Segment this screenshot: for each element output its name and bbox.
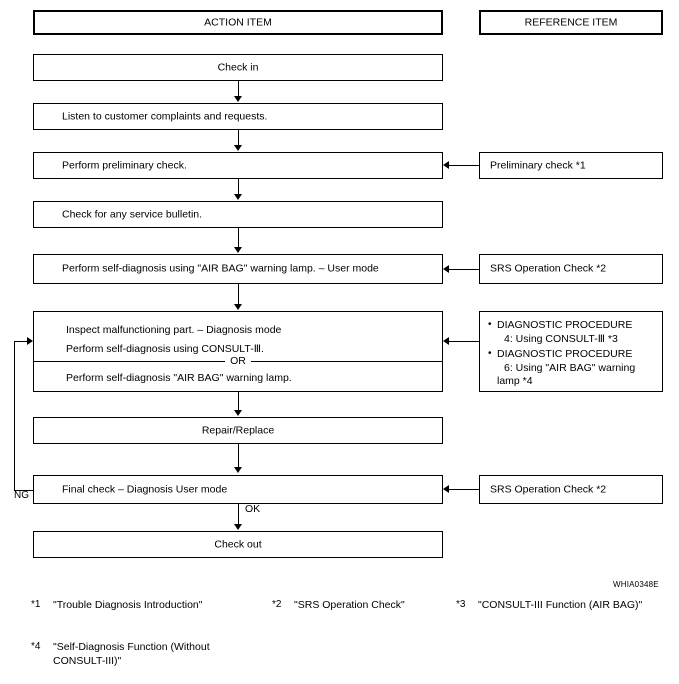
footnote-1-text: "Trouble Diagnosis Introduction" [53, 599, 203, 611]
action-step-self-diagnosis-user-mode-label: Perform self-diagnosis using "AIR BAG" w… [62, 262, 379, 275]
action-step-listen-complaints: Listen to customer complaints and reques… [33, 103, 443, 130]
reference-item-srs-operation-check-2: SRS Operation Check *2 [479, 475, 663, 504]
action-step-preliminary-check-label: Perform preliminary check. [62, 158, 187, 171]
action-step-service-bulletin: Check for any service bulletin. [33, 201, 443, 228]
footnote-3-mark: *3 [456, 599, 466, 610]
reference-connector-srs-2 [449, 489, 479, 490]
action-step-service-bulletin-label: Check for any service bulletin. [62, 207, 203, 220]
diagnostic-procedure-item: • DIAGNOSTIC PROCEDURE 6: Using "AIR BAG… [488, 348, 656, 390]
inspect-step-or-separator: OR [34, 354, 442, 367]
arrow-left-icon [443, 265, 449, 273]
arrow-down-icon [234, 304, 242, 310]
footnotes: *1 "Trouble Diagnosis Introduction" *2 "… [0, 598, 679, 680]
reference-item-preliminary-check: Preliminary check *1 [479, 152, 663, 179]
figure-code: WHIA0348E [613, 580, 659, 589]
action-step-check-in-label: Check in [217, 60, 259, 73]
connector-repair-to-final-check [238, 444, 239, 468]
diagnostic-procedure-item-line-1: DIAGNOSTIC PROCEDURE [497, 319, 633, 331]
footnote-row-2: *4 "Self-Diagnosis Function (Without CON… [0, 640, 679, 680]
reference-item-srs-operation-check-1: SRS Operation Check *2 [479, 254, 663, 284]
action-step-check-out-label: Check out [214, 537, 262, 550]
column-header-action-item-label: ACTION ITEM [204, 15, 272, 28]
reference-connector-preliminary [449, 165, 479, 166]
action-step-check-in: Check in [33, 54, 443, 81]
action-step-final-check: Final check – Diagnosis User mode [33, 475, 443, 504]
diagnostic-procedure-item-line-2: 4: Using CONSULT-Ⅲ *3 [504, 332, 618, 345]
action-step-inspect-malfunctioning-part: Inspect malfunctioning part. – Diagnosis… [33, 311, 443, 392]
arrow-left-icon [443, 485, 449, 493]
arrow-down-icon [234, 145, 242, 151]
edge-label-ok: OK [245, 503, 261, 515]
inspect-step-line-2: Perform self-diagnosis using CONSULT-Ⅲ. [66, 343, 264, 355]
bullet-icon: • [488, 319, 492, 330]
arrow-down-icon [234, 524, 242, 530]
connector-check-in-to-listen [238, 81, 239, 97]
column-header-reference-item: REFERENCE ITEM [479, 10, 663, 35]
connector-bulletin-to-self-diagnosis [238, 228, 239, 248]
inspect-step-line-1: Inspect malfunctioning part. – Diagnosis… [66, 324, 282, 336]
connector-listen-to-preliminary [238, 130, 239, 146]
or-rule-right [250, 361, 442, 362]
arrow-right-icon [27, 337, 33, 345]
ng-loop-bottom-segment [14, 490, 33, 491]
action-step-repair-replace: Repair/Replace [33, 417, 443, 444]
diagnostic-procedure-item: • DIAGNOSTIC PROCEDURE 4: Using CONSULT-… [488, 319, 656, 347]
arrow-down-icon [234, 194, 242, 200]
column-header-reference-item-label: REFERENCE ITEM [524, 15, 618, 28]
inspect-step-or-label: OR [225, 354, 251, 367]
action-step-self-diagnosis-user-mode: Perform self-diagnosis using "AIR BAG" w… [33, 254, 443, 284]
reference-item-diagnostic-procedure: • DIAGNOSTIC PROCEDURE 4: Using CONSULT-… [479, 311, 663, 392]
diagnostic-procedure-item-line-3: lamp *4 [497, 375, 533, 388]
action-step-check-out: Check out [33, 531, 443, 558]
connector-preliminary-to-bulletin [238, 179, 239, 195]
action-step-final-check-label: Final check – Diagnosis User mode [62, 482, 228, 495]
action-step-repair-replace-label: Repair/Replace [201, 423, 275, 436]
arrow-left-icon [443, 161, 449, 169]
footnote-4-text: "Self-Diagnosis Function (Without CONSUL… [53, 641, 210, 668]
or-rule-left [34, 361, 226, 362]
bullet-icon: • [488, 347, 492, 359]
footnote-2: *2 "SRS Operation Check" [272, 598, 472, 612]
footnote-1: *1 "Trouble Diagnosis Introduction" [31, 598, 246, 612]
footnote-row-1: *1 "Trouble Diagnosis Introduction" *2 "… [0, 598, 679, 640]
reference-item-srs-operation-check-1-label: SRS Operation Check *2 [490, 262, 607, 275]
reference-connector-diagnostic-procedure [449, 341, 479, 342]
arrow-down-icon [234, 410, 242, 416]
reference-connector-srs-1 [449, 269, 479, 270]
column-header-action-item: ACTION ITEM [33, 10, 443, 35]
footnote-4-mark: *4 [31, 641, 41, 652]
connector-self-diagnosis-to-inspect [238, 284, 239, 305]
reference-item-srs-operation-check-2-label: SRS Operation Check *2 [490, 482, 607, 495]
action-step-preliminary-check: Perform preliminary check. [33, 152, 443, 179]
arrow-left-icon [443, 337, 449, 345]
connector-inspect-to-repair [238, 392, 239, 411]
diagnostic-procedure-item-line-2: 6: Using "AIR BAG" warning [504, 361, 636, 374]
arrow-down-icon [234, 467, 242, 473]
footnote-1-mark: *1 [31, 599, 41, 610]
diagnostic-procedure-item-line-1: DIAGNOSTIC PROCEDURE [497, 347, 633, 360]
connector-final-check-to-check-out [238, 504, 239, 524]
reference-item-preliminary-check-label: Preliminary check *1 [490, 158, 586, 171]
footnote-2-mark: *2 [272, 599, 282, 610]
ng-loop-vertical-segment [14, 341, 15, 491]
inspect-step-line-3: Perform self-diagnosis "AIR BAG" warning… [66, 372, 292, 384]
footnote-2-text: "SRS Operation Check" [294, 599, 405, 611]
arrow-down-icon [234, 96, 242, 102]
footnote-4: *4 "Self-Diagnosis Function (Without CON… [31, 640, 246, 668]
action-step-listen-complaints-label: Listen to customer complaints and reques… [62, 109, 268, 122]
arrow-down-icon [234, 247, 242, 253]
edge-label-ng: NG [14, 490, 29, 501]
diagnostic-procedure-list: • DIAGNOSTIC PROCEDURE 4: Using CONSULT-… [488, 319, 656, 389]
footnote-3: *3 "CONSULT-III Function (AIR BAG)" [456, 598, 651, 612]
ng-loop-top-segment [14, 341, 27, 342]
footnote-3-text: "CONSULT-III Function (AIR BAG)" [478, 599, 643, 611]
